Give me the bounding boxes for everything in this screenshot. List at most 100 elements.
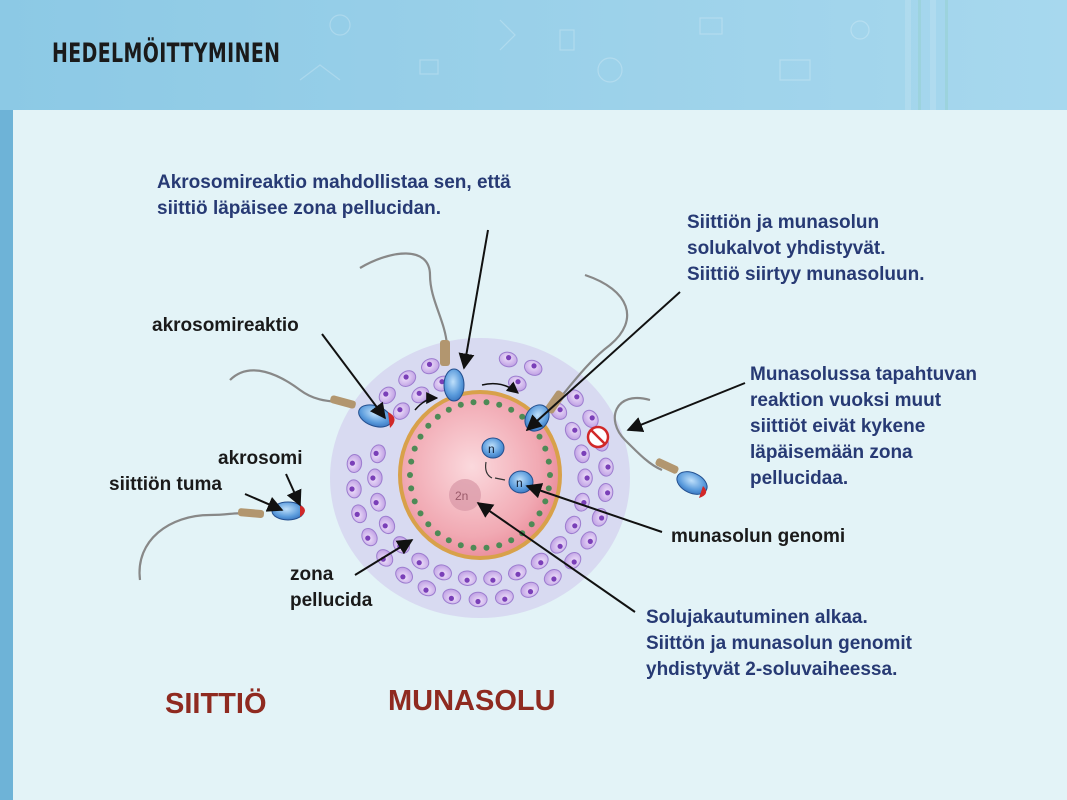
egg-cell bbox=[398, 390, 562, 560]
cortical-granule bbox=[411, 445, 418, 452]
corona-cell-nucleus bbox=[370, 475, 376, 481]
header-pattern bbox=[299, 0, 948, 110]
label-zona: zona bbox=[290, 564, 334, 585]
cortical-granule bbox=[425, 422, 432, 429]
corona-cell-nucleus bbox=[400, 574, 406, 580]
corona-cell-nucleus bbox=[605, 490, 611, 496]
corona-cell-nucleus bbox=[373, 500, 379, 506]
corona-cell-nucleus bbox=[584, 475, 590, 481]
no-entry-icon bbox=[586, 425, 610, 449]
corona-cell-nucleus bbox=[373, 450, 379, 456]
note-membranes-fuse: Siittiön ja munasolun solukalvot yhdisty… bbox=[687, 210, 925, 288]
corona-cell-nucleus bbox=[599, 515, 605, 521]
corona-cell-nucleus bbox=[551, 576, 557, 582]
note-line: Siittiö siirtyy munasoluun. bbox=[687, 264, 925, 285]
corona-cell-nucleus bbox=[557, 407, 563, 413]
label-n-egg: n bbox=[516, 476, 523, 490]
pronucleus-merge-arrow bbox=[494, 477, 506, 481]
caption-egg: MUNASOLU bbox=[388, 685, 556, 717]
cortical-granule bbox=[457, 542, 464, 549]
corona-cell-nucleus bbox=[502, 596, 508, 602]
cortical-granule bbox=[425, 521, 432, 528]
pointer-zona-pellucida bbox=[354, 539, 414, 576]
cortical-granule bbox=[434, 530, 441, 537]
pointer-membranes-note bbox=[525, 291, 681, 432]
note-acrosome-reaction: Akrosomireaktio mahdollistaa sen, että s… bbox=[157, 172, 511, 219]
note-line: Munasolussa tapahtuvan bbox=[750, 364, 977, 385]
corona-cell-nucleus bbox=[349, 486, 355, 492]
corona-cell-nucleus bbox=[506, 355, 512, 361]
label-akrosomireaktio: akrosomireaktio bbox=[152, 315, 299, 336]
corona-cell-nucleus bbox=[571, 559, 577, 565]
note-line: siittiöt eivät kykene bbox=[750, 416, 926, 437]
cortical-granule bbox=[508, 406, 515, 413]
corona-cell-nucleus bbox=[416, 560, 422, 566]
cortical-granule bbox=[457, 401, 464, 408]
pointer-block-note bbox=[626, 382, 746, 433]
pointer-akrosomi bbox=[285, 473, 302, 507]
corona-cell-nucleus bbox=[439, 571, 445, 577]
header-banner: HEDELMÖITTYMINEN bbox=[0, 0, 1067, 110]
cortical-granule bbox=[408, 485, 415, 492]
cortical-granule bbox=[445, 406, 452, 413]
note-line: yhdistyvät 2-soluvaiheessa. bbox=[646, 659, 898, 680]
cortical-granule bbox=[496, 401, 503, 408]
sperm-blocked bbox=[613, 397, 708, 498]
corona-cell-nucleus bbox=[515, 571, 521, 577]
sperm-free bbox=[138, 501, 305, 581]
corona-cell-nucleus bbox=[426, 361, 433, 367]
cortical-granule bbox=[445, 537, 452, 544]
cortical-granule bbox=[545, 485, 552, 492]
corona-cell-nucleus bbox=[589, 415, 595, 421]
label-akrosomi: akrosomi bbox=[218, 448, 303, 469]
cortical-granule bbox=[547, 472, 553, 478]
label-pellucida: pellucida bbox=[290, 590, 373, 611]
caption-sperm: SIITTIÖ bbox=[165, 688, 267, 720]
corona-cell-nucleus bbox=[354, 511, 360, 517]
note-line: läpäisemään zona bbox=[750, 442, 913, 463]
cortical-granules bbox=[407, 399, 553, 551]
cortical-granule bbox=[407, 472, 413, 478]
cortical-granule bbox=[417, 433, 424, 440]
note-line: Solujakautuminen alkaa. bbox=[646, 607, 868, 628]
sperm-move-arrow-right bbox=[481, 381, 519, 394]
cortical-granule bbox=[496, 542, 503, 549]
corona-cell-nucleus bbox=[397, 407, 403, 413]
cortical-granule bbox=[470, 544, 477, 551]
corona-cell-nucleus bbox=[581, 450, 587, 456]
cortical-granule bbox=[542, 445, 549, 452]
corona-cell-nucleus bbox=[464, 577, 470, 583]
pointer-siittion-tuma bbox=[244, 493, 284, 512]
pointer-acrosome-reaction-note bbox=[458, 229, 489, 370]
corona-cell-nucleus bbox=[423, 587, 429, 593]
corona-cell-nucleus bbox=[403, 374, 409, 380]
label-munasolun-genomi: munasolun genomi bbox=[671, 526, 846, 547]
corona-cell-nucleus bbox=[572, 427, 578, 433]
note-block-polyspermy: Munasolussa tapahtuvan reaktion vuoksi m… bbox=[750, 362, 977, 492]
cortical-granule bbox=[542, 498, 549, 505]
cortical-granule bbox=[519, 413, 526, 420]
corona-cell-nucleus bbox=[490, 577, 496, 583]
zygote-nucleus-2n bbox=[449, 479, 481, 511]
sperm-pronucleus bbox=[481, 437, 505, 459]
cortical-granule bbox=[408, 458, 415, 465]
corona-radiata-cells bbox=[346, 351, 614, 608]
note-line: Siittön ja munasolun genomit bbox=[646, 633, 912, 654]
cortical-granule bbox=[508, 537, 515, 544]
corona-cell-nucleus bbox=[587, 538, 593, 545]
corona-cell-nucleus bbox=[349, 460, 355, 466]
left-accent-bar bbox=[0, 0, 13, 800]
label-n-sperm: n bbox=[488, 442, 495, 456]
cortical-granule bbox=[417, 510, 424, 517]
corona-cell-nucleus bbox=[531, 363, 537, 369]
cortical-granule bbox=[545, 458, 552, 465]
corona-cell-nucleus bbox=[448, 595, 454, 602]
corona-cell-nucleus bbox=[605, 464, 611, 470]
pointer-munasolun-genomi bbox=[525, 483, 663, 533]
corona-cell-nucleus bbox=[574, 394, 580, 400]
corona-cell-nucleus bbox=[383, 391, 389, 397]
cortical-granule bbox=[536, 510, 543, 517]
note-line: reaktion vuoksi muut bbox=[750, 390, 942, 411]
page-title: HEDELMÖITTYMINEN bbox=[52, 38, 281, 69]
